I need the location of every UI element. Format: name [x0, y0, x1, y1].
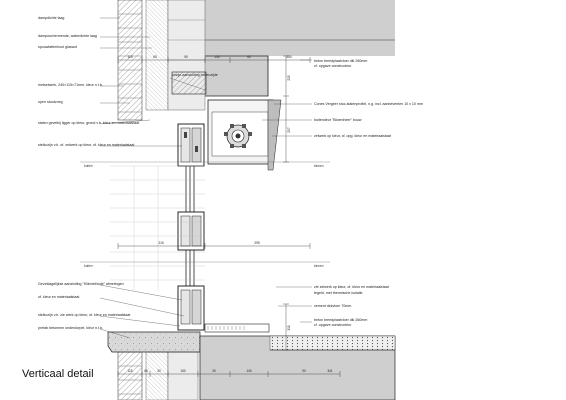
zone-inside-upper: binnen — [314, 164, 324, 168]
label-stelkozijn-lower: stelkozijn v.b. zie werk op kleur, of. k… — [38, 313, 130, 317]
label-kleur-materiaalstaat: of. kleur en materiaalstaat — [38, 295, 79, 299]
label-constructeur-lower: cf. opgave constructeur — [314, 323, 352, 327]
label-geveldagelijkse: Geveldagelijkse aansluiting "Klikmethode… — [38, 282, 124, 286]
dim-top-3: 90 — [184, 55, 188, 59]
label-beton-upper: beton breedplaatvloer dik 260mm — [314, 59, 367, 63]
dim-bot-6: 140 — [246, 369, 252, 373]
dim-bot-2: 65 — [144, 369, 148, 373]
label-zelwerk-lower: zie zelwerk op kleur, of. kleur en mater… — [314, 285, 389, 289]
drawing-caption: Verticaal detail — [22, 368, 94, 380]
dim-top-1: 115 — [127, 55, 132, 59]
dim-top-4: 140 — [214, 55, 220, 59]
outer-brick-leaf-lower — [117, 351, 143, 400]
label-beton-lower: beton breedplaatvloer dik 260mm — [314, 318, 367, 322]
label-metselwerk: metselwerk, 240×115×71mm, kleur n.t.b. — [38, 83, 103, 87]
label-cones-vergeer: Cones Vergeer stuc-stalenprofiel, n.g. i… — [314, 102, 423, 106]
label-stelkozijn-upper: stelkozijn v.b. of. zelwerk op kleur, of… — [38, 143, 134, 147]
lintel-block — [171, 71, 207, 95]
label-tegeld: tegeld, met thermische isolatie — [314, 291, 363, 295]
label-kozijn-aansluiting: kozijn-aansluiting bovenzijde — [172, 73, 218, 77]
label-open-stootvoeg: open stootvoeg — [38, 100, 63, 104]
dim-bot-7: 90 — [302, 369, 306, 373]
dim-vert-1: 215 — [287, 75, 291, 81]
label-prefab-onderdorpel: prefab betonnen onderdorpel, kleur n.t.b… — [38, 326, 103, 330]
label-buitendeur: buitendeur "Bloemheer" bouw — [314, 118, 362, 122]
prefab-concrete-sill — [107, 331, 201, 353]
floor-screed — [269, 335, 396, 351]
dim-top-2: 65 — [153, 55, 157, 59]
dim-vert-3: 310 — [287, 325, 291, 331]
label-dampdichte-laag: dampdichte laag — [38, 16, 64, 20]
label-cement-dekvloer: cement dekvloer 70mm — [314, 304, 351, 308]
cavity-insulation-upper — [145, 0, 169, 111]
dim-bot-3: 30 — [157, 369, 161, 373]
cavity-insulation-lower — [145, 351, 169, 400]
dim-bot-4: 150 — [180, 369, 186, 373]
dim-bot-5: 30 — [212, 369, 216, 373]
dim-bot-8: 341 — [327, 369, 333, 373]
dim-mid-2: 295 — [254, 241, 260, 245]
label-stalen-gevelbij: stalen gevelbij ligger op kleur, grond v… — [38, 121, 139, 125]
dim-bot-1: 115 — [127, 369, 132, 373]
upper-slab-soffit — [205, 56, 268, 96]
label-constructeur-upper: cf. opgave constructeur — [314, 64, 352, 68]
dim-top-6: 250 — [286, 55, 292, 59]
dim-mid-1: 215 — [158, 241, 164, 245]
zone-inside-lower: binnen — [314, 264, 324, 268]
zone-outside-lower: buiten — [84, 264, 93, 268]
dim-vert-2: 297 — [287, 127, 291, 133]
label-damposchermende: damposchermende, waterdichte laag — [38, 34, 97, 38]
label-spouwlattenhout: spouwlattenhout glaswol — [38, 45, 77, 49]
dim-top-5: 60 — [247, 55, 251, 59]
zone-outside-upper: buiten — [84, 164, 93, 168]
upper-floor-slab — [205, 0, 395, 56]
label-zelwerk-upper: zelwerk op kleur, cf. opg. kleur en mate… — [314, 134, 391, 138]
